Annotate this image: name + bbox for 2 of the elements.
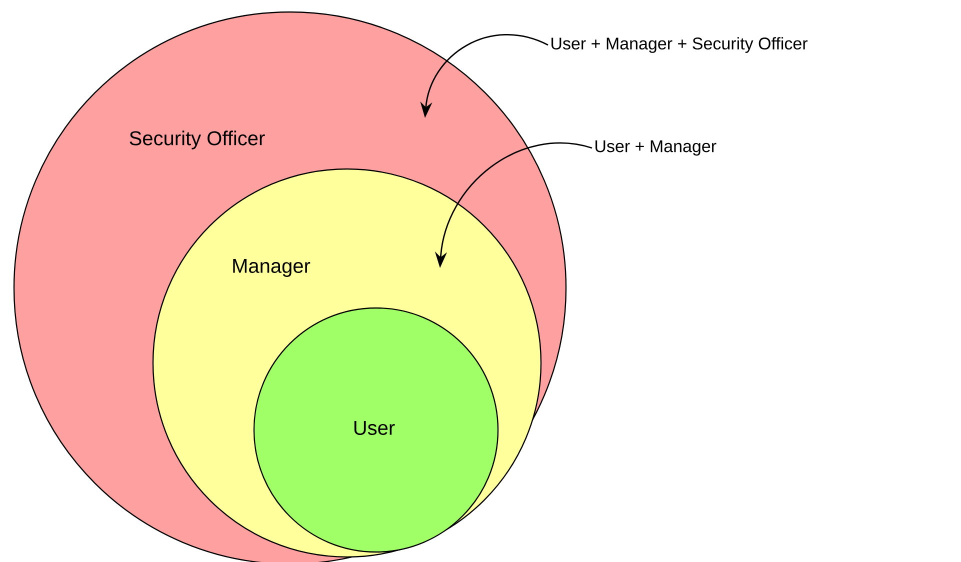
callout-text: User + Manager <box>596 140 716 156</box>
circle-region: User <box>253 307 499 553</box>
